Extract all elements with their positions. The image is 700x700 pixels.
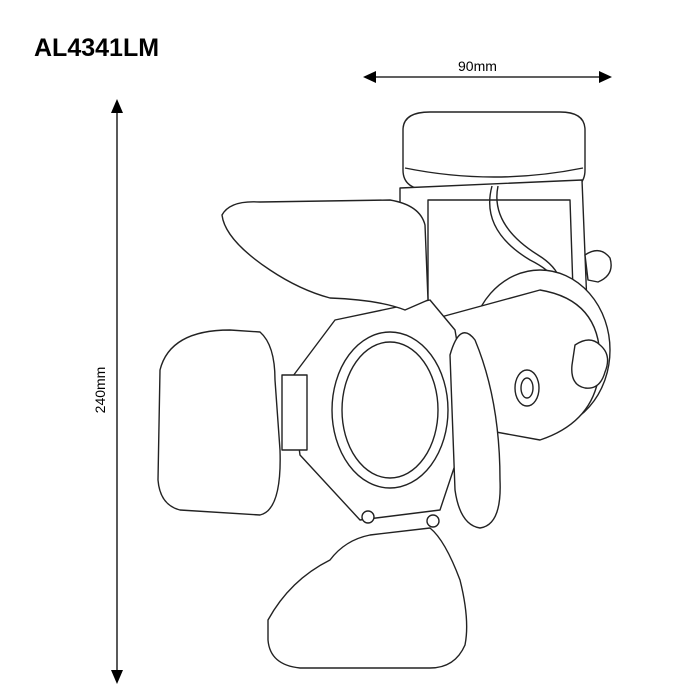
barn-door-bottom — [267, 510, 468, 669]
barn-door-right — [449, 332, 501, 529]
barn-door-left — [157, 329, 308, 516]
front-ring — [289, 299, 471, 521]
width-label: 90mm — [458, 58, 497, 74]
ceiling-canopy — [402, 111, 586, 191]
height-label: 240mm — [92, 366, 108, 414]
width-dimension-arrow — [363, 71, 612, 83]
barn-door-top — [221, 199, 429, 311]
height-dimension-arrow — [111, 99, 123, 684]
model-title: AL4341LM — [34, 34, 160, 62]
